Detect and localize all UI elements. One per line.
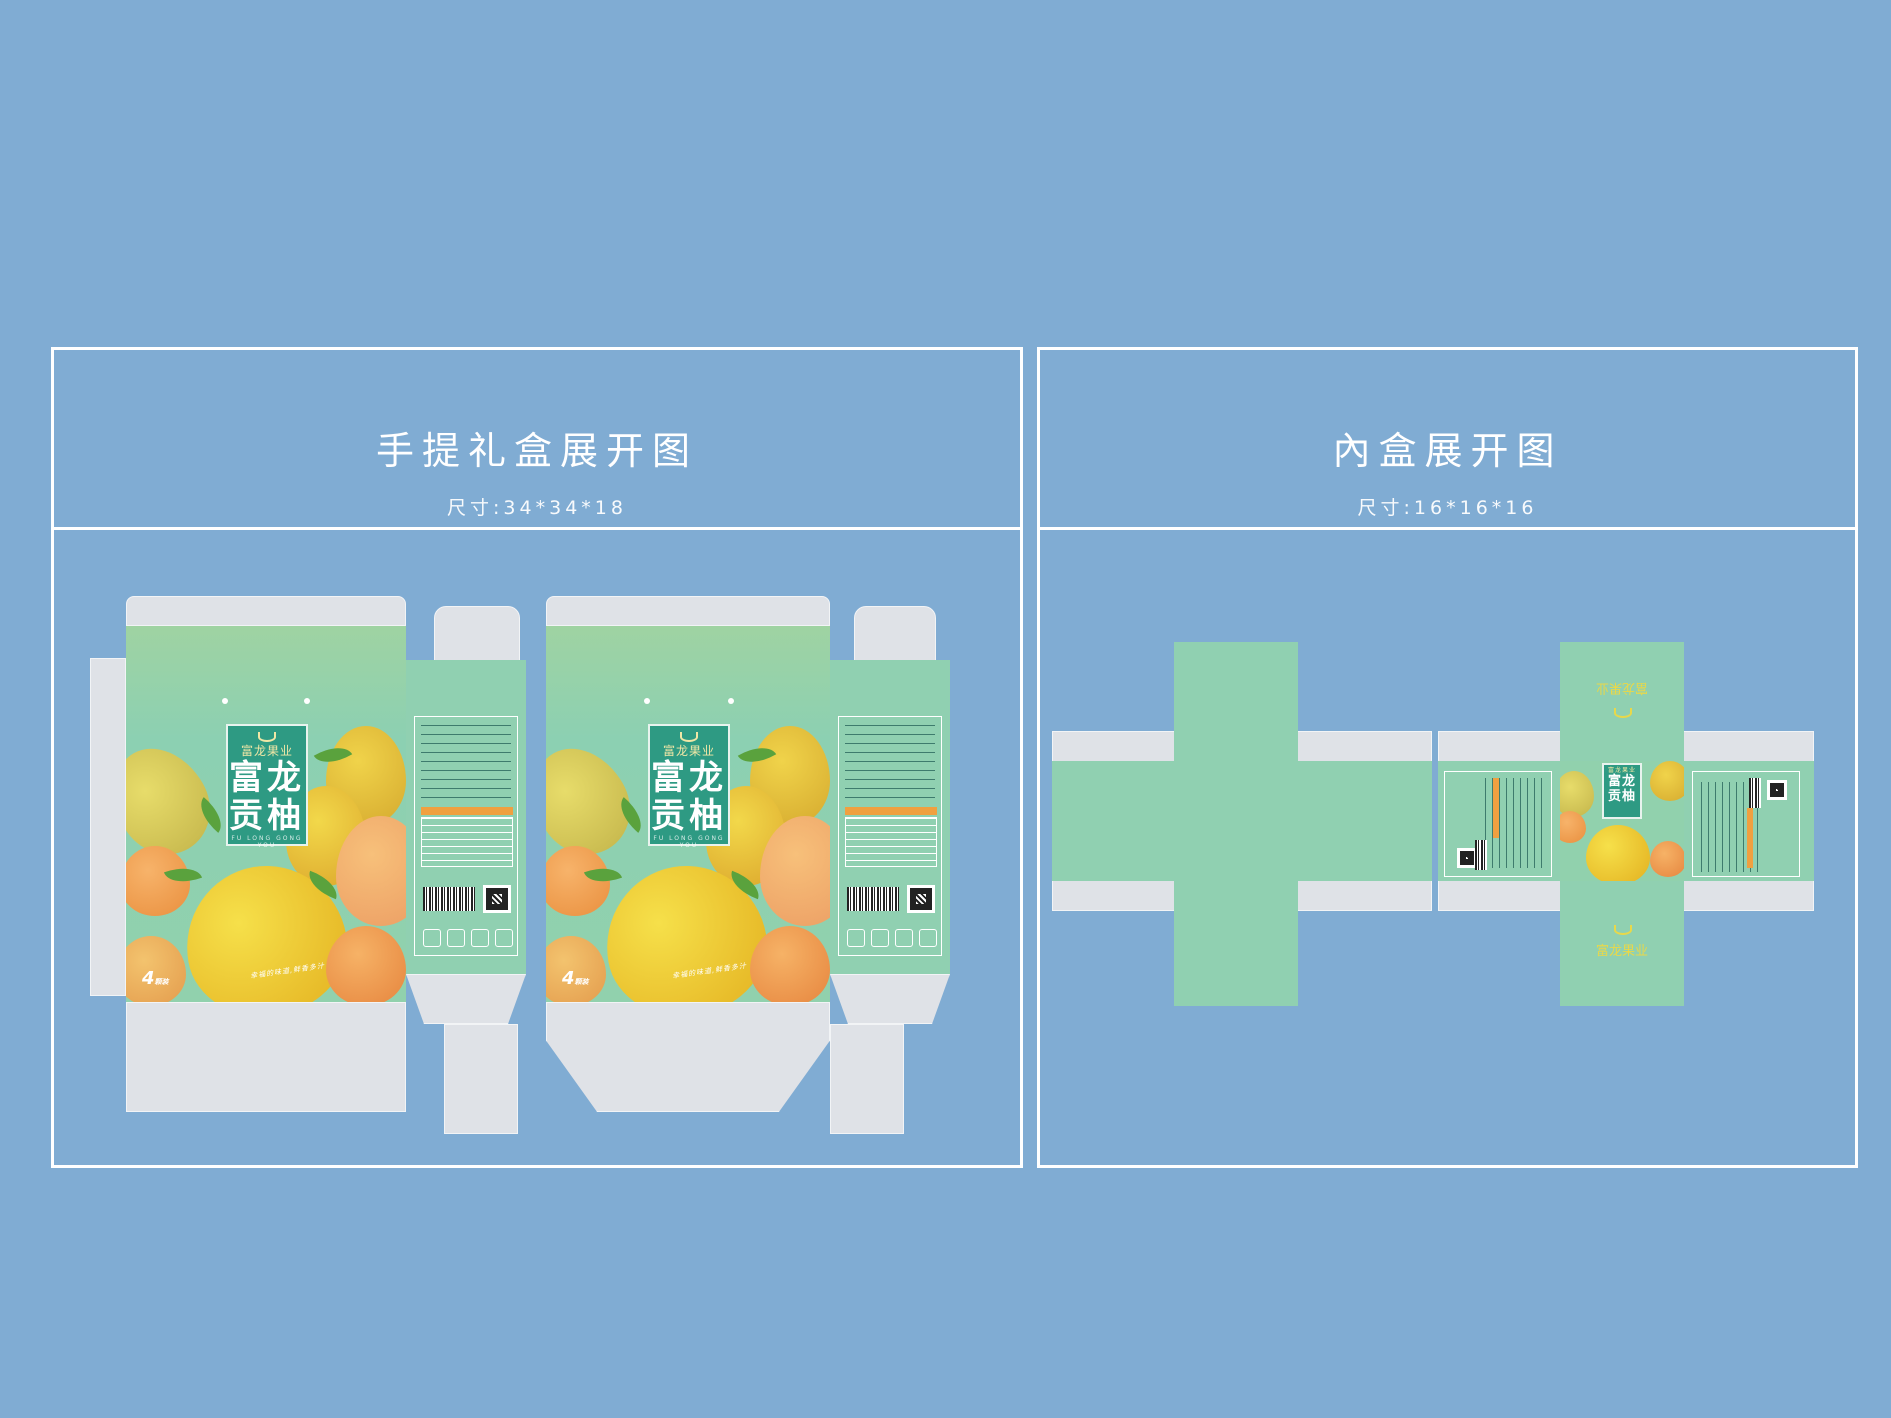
pomelo-illustration xyxy=(750,926,830,1002)
no-tilt-icon xyxy=(495,929,513,947)
sun-icon xyxy=(871,929,889,947)
pomelo-illustration xyxy=(1560,811,1586,843)
brand-name: 富龙果业 xyxy=(662,744,715,758)
pomelo-illustration xyxy=(546,936,606,1002)
inner-box-header: 內盒展开图 尺寸:16*16*16 xyxy=(1040,350,1855,530)
no-tilt-icon xyxy=(919,929,937,947)
product-logo-box: 富龙果业 富龙 贡柚 FU LONG GONG YOU xyxy=(648,724,730,849)
count-badge: 4颗装 xyxy=(142,968,169,989)
inner-box-dieline: 富龙果业 富龙果业 富龙 贡柚 xyxy=(1040,530,1855,1165)
info-card xyxy=(414,716,518,956)
nutrition-header-bar xyxy=(1747,808,1753,868)
back-panel: 富龙果业 富龙 贡柚 FU LONG GONG YOU 4颗装 幸福的味道,鲜香… xyxy=(546,626,830,1002)
handle-hole xyxy=(644,698,650,704)
side-info-panel xyxy=(406,660,526,974)
count-badge: 4颗装 xyxy=(562,968,589,989)
handle-hole xyxy=(222,698,228,704)
qr-code xyxy=(1767,780,1787,800)
storage-icon xyxy=(847,929,865,947)
gift-box-size: 尺寸:34*34*18 xyxy=(447,497,627,519)
product-pinyin: FU LONG GONG YOU xyxy=(653,835,725,849)
pomelo-illustration xyxy=(760,816,830,926)
sun-icon xyxy=(447,929,465,947)
top-flap-back xyxy=(546,596,830,626)
qr-code xyxy=(1457,848,1477,868)
inner-info-card-right xyxy=(1692,771,1800,877)
product-logo-box: 富龙果业 富龙 贡柚 FU LONG GONG YOU xyxy=(226,724,308,849)
temperature-icon xyxy=(895,929,913,947)
product-logo-box: 富龙果业 富龙 贡柚 xyxy=(1602,763,1642,819)
brand-leaf-icon xyxy=(1614,708,1632,718)
pomelo-illustration xyxy=(336,816,406,926)
brand-name: 富龙果业 xyxy=(1607,767,1636,774)
gift-box-card: 手提礼盒展开图 尺寸:34*34*18 xyxy=(51,347,1023,1168)
count-unit: 颗装 xyxy=(154,978,169,986)
inner-box-title: 內盒展开图 xyxy=(1332,429,1563,473)
product-name-line2: 贡柚 xyxy=(1607,789,1636,804)
inner-info-card-left xyxy=(1444,771,1552,877)
side-info-panel xyxy=(830,660,950,974)
qr-code xyxy=(907,885,935,913)
top-brand-upside-down: 富龙果业 xyxy=(1596,680,1649,695)
nutrition-header-bar xyxy=(845,807,937,815)
bottom-flap xyxy=(444,1024,518,1134)
glue-flap xyxy=(90,658,126,996)
nutrition-table xyxy=(845,817,937,867)
bottom-flap xyxy=(830,1024,904,1134)
inner-front-face: 富龙果业 富龙 贡柚 xyxy=(1560,761,1684,881)
barcode xyxy=(1749,778,1761,808)
brand-leaf-icon xyxy=(258,732,276,742)
pomelo-illustration xyxy=(1560,771,1594,817)
bottom-flap xyxy=(830,974,950,1024)
bottom-flap xyxy=(546,1002,830,1112)
front-panel: 富龙果业 富龙 贡柚 FU LONG GONG YOU 4颗装 幸福的味道,鲜香… xyxy=(126,626,406,1002)
top-flap-side xyxy=(434,606,520,666)
handle-hole xyxy=(304,698,310,704)
barcode xyxy=(847,887,899,911)
top-flap-side2 xyxy=(854,606,936,666)
product-name-line2: 贡柚 xyxy=(229,796,305,836)
bottom-brand: 富龙果业 xyxy=(1595,944,1648,959)
nutrition-header-bar xyxy=(421,807,513,815)
product-name-line1: 富龙 xyxy=(229,758,305,798)
spec-lines xyxy=(421,725,511,805)
pomelo-illustration xyxy=(126,936,186,1002)
barcode xyxy=(423,887,475,911)
nutrition-table xyxy=(421,817,513,867)
inner-plain-vertical xyxy=(1174,642,1298,1006)
bottom-flap xyxy=(126,1002,406,1112)
info-card xyxy=(838,716,942,956)
storage-icon xyxy=(423,929,441,947)
count-number: 4 xyxy=(562,968,575,989)
pomelo-illustration xyxy=(1586,825,1650,881)
product-name-line1: 富龙 xyxy=(651,758,727,798)
inner-box-card: 內盒展开图 尺寸:16*16*16 富龙果业 富龙果业 富龙 贡柚 xyxy=(1037,347,1858,1168)
count-number: 4 xyxy=(142,968,155,989)
gift-box-dieline: 富龙果业 富龙 贡柚 FU LONG GONG YOU 4颗装 幸福的味道,鲜香… xyxy=(54,530,1020,1165)
bottom-flap xyxy=(406,974,526,1024)
handle-hole xyxy=(728,698,734,704)
brand-name: 富龙果业 xyxy=(240,744,293,758)
inner-box-size: 尺寸:16*16*16 xyxy=(1357,497,1538,519)
product-name-line2: 贡柚 xyxy=(651,796,727,836)
nutrition-header-bar xyxy=(1493,778,1499,838)
count-unit: 颗装 xyxy=(574,978,589,986)
product-pinyin: FU LONG GONG YOU xyxy=(231,835,303,849)
spec-lines xyxy=(845,725,935,805)
gift-box-title: 手提礼盒展开图 xyxy=(375,429,698,473)
brand-leaf-icon xyxy=(680,732,698,742)
pomelo-illustration xyxy=(1650,841,1684,877)
barcode xyxy=(1475,840,1487,870)
temperature-icon xyxy=(471,929,489,947)
product-name-line1: 富龙 xyxy=(1607,774,1636,789)
brand-leaf-icon xyxy=(1614,925,1632,935)
pomelo-illustration xyxy=(326,926,406,1002)
qr-code xyxy=(483,885,511,913)
gift-box-header: 手提礼盒展开图 尺寸:34*34*18 xyxy=(54,350,1020,530)
pomelo-illustration xyxy=(1650,761,1684,801)
top-flap-front xyxy=(126,596,406,626)
